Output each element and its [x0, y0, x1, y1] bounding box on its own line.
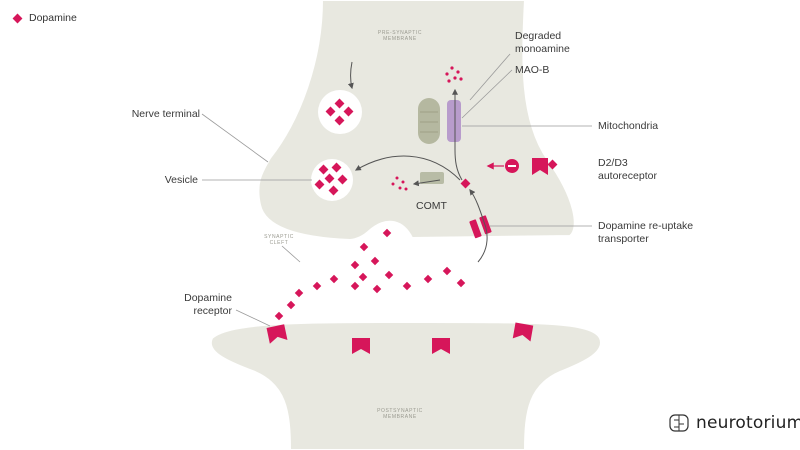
arrow-maob-degradation	[452, 88, 463, 181]
brand-name: neurotorium	[696, 413, 800, 433]
dopamine-receptor-label: Dopamine receptor	[184, 292, 232, 317]
autoreceptor-dopamine	[547, 159, 558, 170]
brand: neurotorium	[668, 412, 800, 434]
mitochondria	[418, 98, 440, 144]
legend-label: Dopamine	[29, 12, 77, 24]
d2d3-autoreceptor	[532, 158, 548, 175]
mitochondria-cristae	[420, 111, 438, 133]
reuptake-transporter-label: Dopamine re-uptake transporter	[598, 220, 694, 245]
d2d3-autoreceptor-label: D2/D3 autoreceptor	[598, 157, 657, 182]
postsynaptic-receptors	[266, 322, 534, 354]
vesicle-label: Vesicle	[164, 174, 198, 186]
brain-icon	[669, 414, 689, 432]
arrow-comt	[412, 179, 441, 187]
degraded-monoamine-dots	[445, 66, 463, 83]
legend: Dopamine	[12, 12, 77, 24]
presynaptic-membrane-label: PRE-SYNAPTIC MEMBRANE	[377, 30, 423, 42]
degraded-monoamine-label: Degraded monoamine	[515, 30, 570, 55]
arrow-synthesis	[347, 61, 354, 90]
arrow-reuptake	[469, 189, 488, 263]
comt	[420, 172, 444, 184]
postsynaptic-terminal	[209, 321, 603, 450]
postsynaptic-membrane-label: POSTSYNAPTIC MEMBRANE	[377, 408, 423, 420]
dopamine-cytosol	[460, 178, 471, 189]
leader-lines	[201, 53, 592, 327]
vesicle-bottom-dopamine	[314, 162, 348, 196]
comt-degraded-dots	[391, 176, 408, 191]
vesicle-top	[318, 90, 362, 134]
mao-b-label: MAO-B	[515, 64, 550, 76]
comt-label: COMT	[416, 200, 447, 212]
cleft-dopamine	[274, 228, 466, 321]
diamond-icon	[12, 13, 23, 23]
minus-sign	[508, 165, 516, 167]
synaptic-cleft-label: SYNAPTIC CLEFT	[264, 234, 294, 246]
nerve-terminal-label: Nerve terminal	[131, 108, 200, 120]
arrow-repackage	[354, 155, 461, 181]
mao-b	[447, 100, 461, 142]
mitochondria-label: Mitochondria	[598, 120, 659, 132]
